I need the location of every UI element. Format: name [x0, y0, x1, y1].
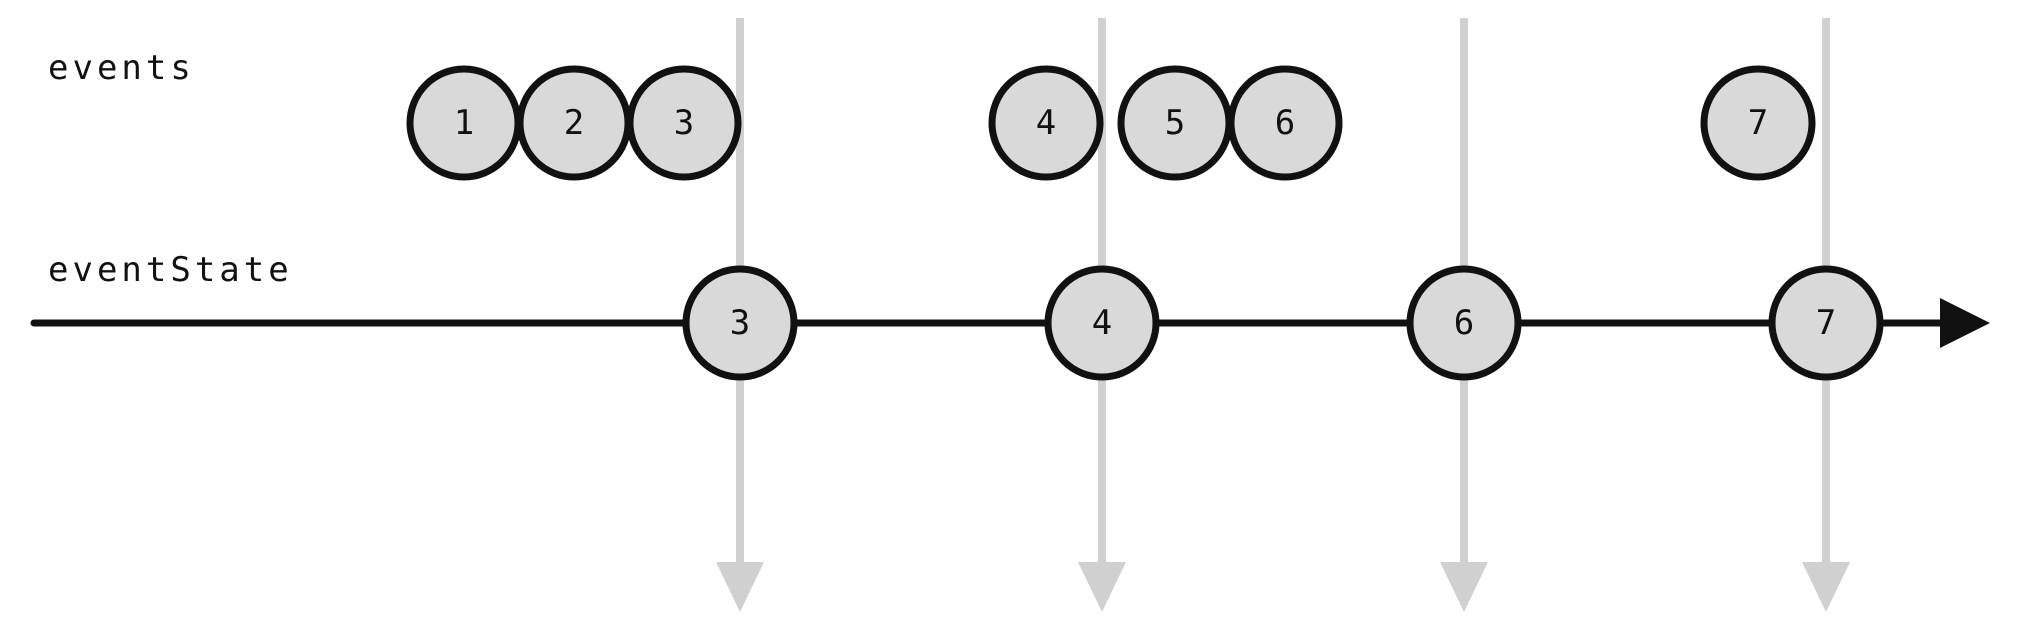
event-state-row-label: eventState	[48, 250, 293, 290]
events-row-label: events	[48, 48, 195, 88]
state-marble-circle	[1768, 265, 1884, 381]
state-marble: 6	[1406, 265, 1522, 381]
state-marble-label: 7	[1816, 303, 1836, 343]
event-state-marbles: 3 4 6 7	[682, 265, 1884, 381]
event-marble: 7	[1700, 65, 1816, 181]
state-marble: 7	[1768, 265, 1884, 381]
state-marble-label: 6	[1454, 303, 1474, 343]
state-marble-label: 3	[730, 303, 750, 343]
sampling-arrowhead	[1078, 562, 1126, 612]
event-marble: 5	[1117, 65, 1233, 181]
event-marble-circle	[1700, 65, 1816, 181]
state-marble-circle	[1044, 265, 1160, 381]
event-marble-label: 5	[1165, 103, 1185, 143]
timeline-arrowhead	[1940, 298, 1990, 348]
event-state-timeline	[30, 298, 1990, 348]
event-marble: 6	[1227, 65, 1343, 181]
state-marble: 3	[682, 265, 798, 381]
event-marble-label: 1	[454, 103, 474, 143]
event-marble: 4	[988, 65, 1104, 181]
event-marble-label: 3	[674, 103, 694, 143]
event-marble-circle	[1227, 65, 1343, 181]
event-marble: 2	[516, 65, 632, 181]
sampling-arrowhead	[716, 562, 764, 612]
sampling-arrowhead	[1802, 562, 1850, 612]
event-marble: 3	[626, 65, 742, 181]
event-marble-label: 6	[1275, 103, 1295, 143]
event-marble-label: 2	[564, 103, 584, 143]
event-marble: 1	[406, 65, 522, 181]
state-marble-circle	[1406, 265, 1522, 381]
event-marble-circle	[988, 65, 1104, 181]
event-marble-label: 4	[1036, 103, 1056, 143]
event-marble-label: 7	[1748, 103, 1768, 143]
event-marble-circle	[626, 65, 742, 181]
sampling-arrowhead	[1440, 562, 1488, 612]
input-event-marbles: 1 2 3 4 5 6 7	[406, 65, 1816, 181]
state-marble-circle	[682, 265, 798, 381]
state-marble: 4	[1044, 265, 1160, 381]
state-marble-label: 4	[1092, 303, 1112, 343]
